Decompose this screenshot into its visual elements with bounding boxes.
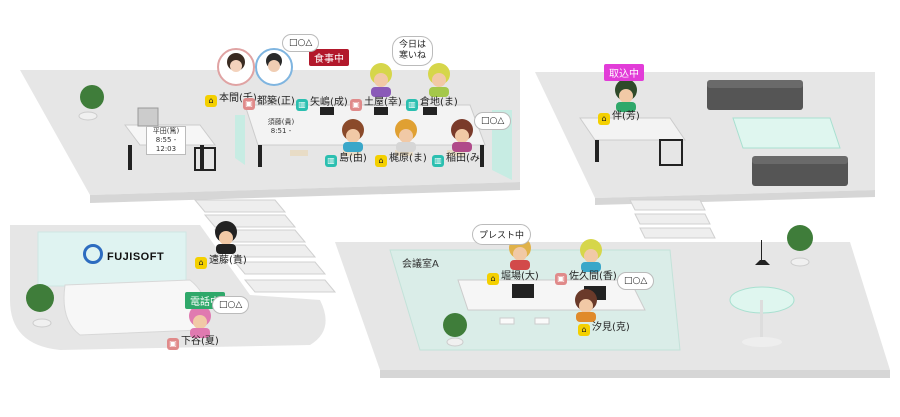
cafe-table xyxy=(729,240,795,347)
desk-sign: 須藤(貴) 8:51 - xyxy=(266,118,296,136)
person-label-sakuma[interactable]: ▣佐久間(香) xyxy=(555,271,617,285)
person-label-ban[interactable]: ⌂伴(芳) xyxy=(598,111,640,125)
reception-sign-name: 平田(篤) xyxy=(152,127,180,135)
person-label-shimotani[interactable]: ▣下谷(夏) xyxy=(167,336,219,350)
company-logo: FUJISOFT xyxy=(83,244,164,264)
person-label-honma[interactable]: ⌂本間(千) xyxy=(205,93,257,107)
home-icon: ⌂ xyxy=(578,324,590,336)
logo-mark-icon xyxy=(83,244,103,264)
shapes-bubble-right: □○△ xyxy=(474,112,512,130)
today-bubble-line2: 寒いね xyxy=(399,51,427,61)
person-label-yazima[interactable]: ▥矢嶋(成) xyxy=(296,97,348,111)
eating-badge: 食事中 xyxy=(309,49,349,66)
desk-sign-name: 須藤(貴) xyxy=(267,118,295,126)
bag-icon: ▣ xyxy=(167,338,179,350)
avatar-endo[interactable] xyxy=(215,221,237,254)
person-label-endo[interactable]: ⌂遠藤(貴) xyxy=(195,255,247,269)
meeting-table xyxy=(457,279,646,325)
avatar-photo-2[interactable] xyxy=(255,48,293,86)
building-icon: ▥ xyxy=(325,155,337,167)
avatar-shiomi[interactable] xyxy=(575,289,597,322)
shapes-bubble-top: □○△ xyxy=(282,34,320,52)
stairs-right xyxy=(629,199,716,239)
shapes-bubble-phone: □○△ xyxy=(212,296,250,314)
bag-icon: ▣ xyxy=(243,98,255,110)
building-icon: ▥ xyxy=(406,99,418,111)
person-label-kajiwara[interactable]: ⌂梶原(ま) xyxy=(375,153,427,167)
avatar-sakuma[interactable] xyxy=(580,239,602,272)
shapes-bubble-meeting: □○△ xyxy=(617,272,655,290)
reception-sign-time: 8:55 - 12:03 xyxy=(155,136,177,153)
avatar-kajiwara[interactable] xyxy=(395,119,417,152)
building-icon: ▥ xyxy=(432,155,444,167)
home-icon: ⌂ xyxy=(598,113,610,125)
person-label-horiba[interactable]: ⌂堀場(大) xyxy=(487,271,539,285)
bag-icon: ▣ xyxy=(555,273,567,285)
avatar-shima[interactable] xyxy=(342,119,364,152)
person-label-shima[interactable]: ▥島(由) xyxy=(325,153,367,167)
busy-badge: 取込中 xyxy=(604,64,644,81)
bag-icon: ▣ xyxy=(350,99,362,111)
home-icon: ⌂ xyxy=(195,257,207,269)
plants xyxy=(26,85,813,347)
person-label-tsuzuki[interactable]: ▣都築(正) xyxy=(243,96,295,110)
today-bubble-line1: 今日は xyxy=(399,40,427,50)
avatar-yazima[interactable] xyxy=(370,63,392,97)
avatar-photo-1[interactable] xyxy=(217,48,255,86)
person-label-inada[interactable]: ▥稲田(み) xyxy=(432,153,484,167)
home-icon: ⌂ xyxy=(487,273,499,285)
person-label-tsuchiya[interactable]: ▣土屋(幸) xyxy=(350,97,402,111)
person-label-shiomi[interactable]: ⌂汐見(克) xyxy=(578,322,630,336)
avatar-ban[interactable] xyxy=(615,79,637,112)
lounge-furniture xyxy=(579,80,848,186)
meeting-room-label[interactable]: 会議室A xyxy=(402,259,439,270)
present-bubble: プレスト中 xyxy=(472,224,532,245)
reception-sign: 平田(篤) 8:55 - 12:03 xyxy=(146,126,186,155)
stairs-left xyxy=(193,199,337,293)
person-label-kurachi[interactable]: ▥倉地(ま) xyxy=(406,97,458,111)
today-bubble: 今日は寒いね xyxy=(392,36,434,66)
home-icon: ⌂ xyxy=(205,95,217,107)
desk-sign-time: 8:51 - xyxy=(270,127,292,135)
avatar-shimotani[interactable] xyxy=(189,305,211,338)
avatar-tsuchiya[interactable] xyxy=(428,63,450,97)
home-icon: ⌂ xyxy=(375,155,387,167)
building-icon: ▥ xyxy=(296,99,308,111)
avatar-inada[interactable] xyxy=(451,119,473,152)
